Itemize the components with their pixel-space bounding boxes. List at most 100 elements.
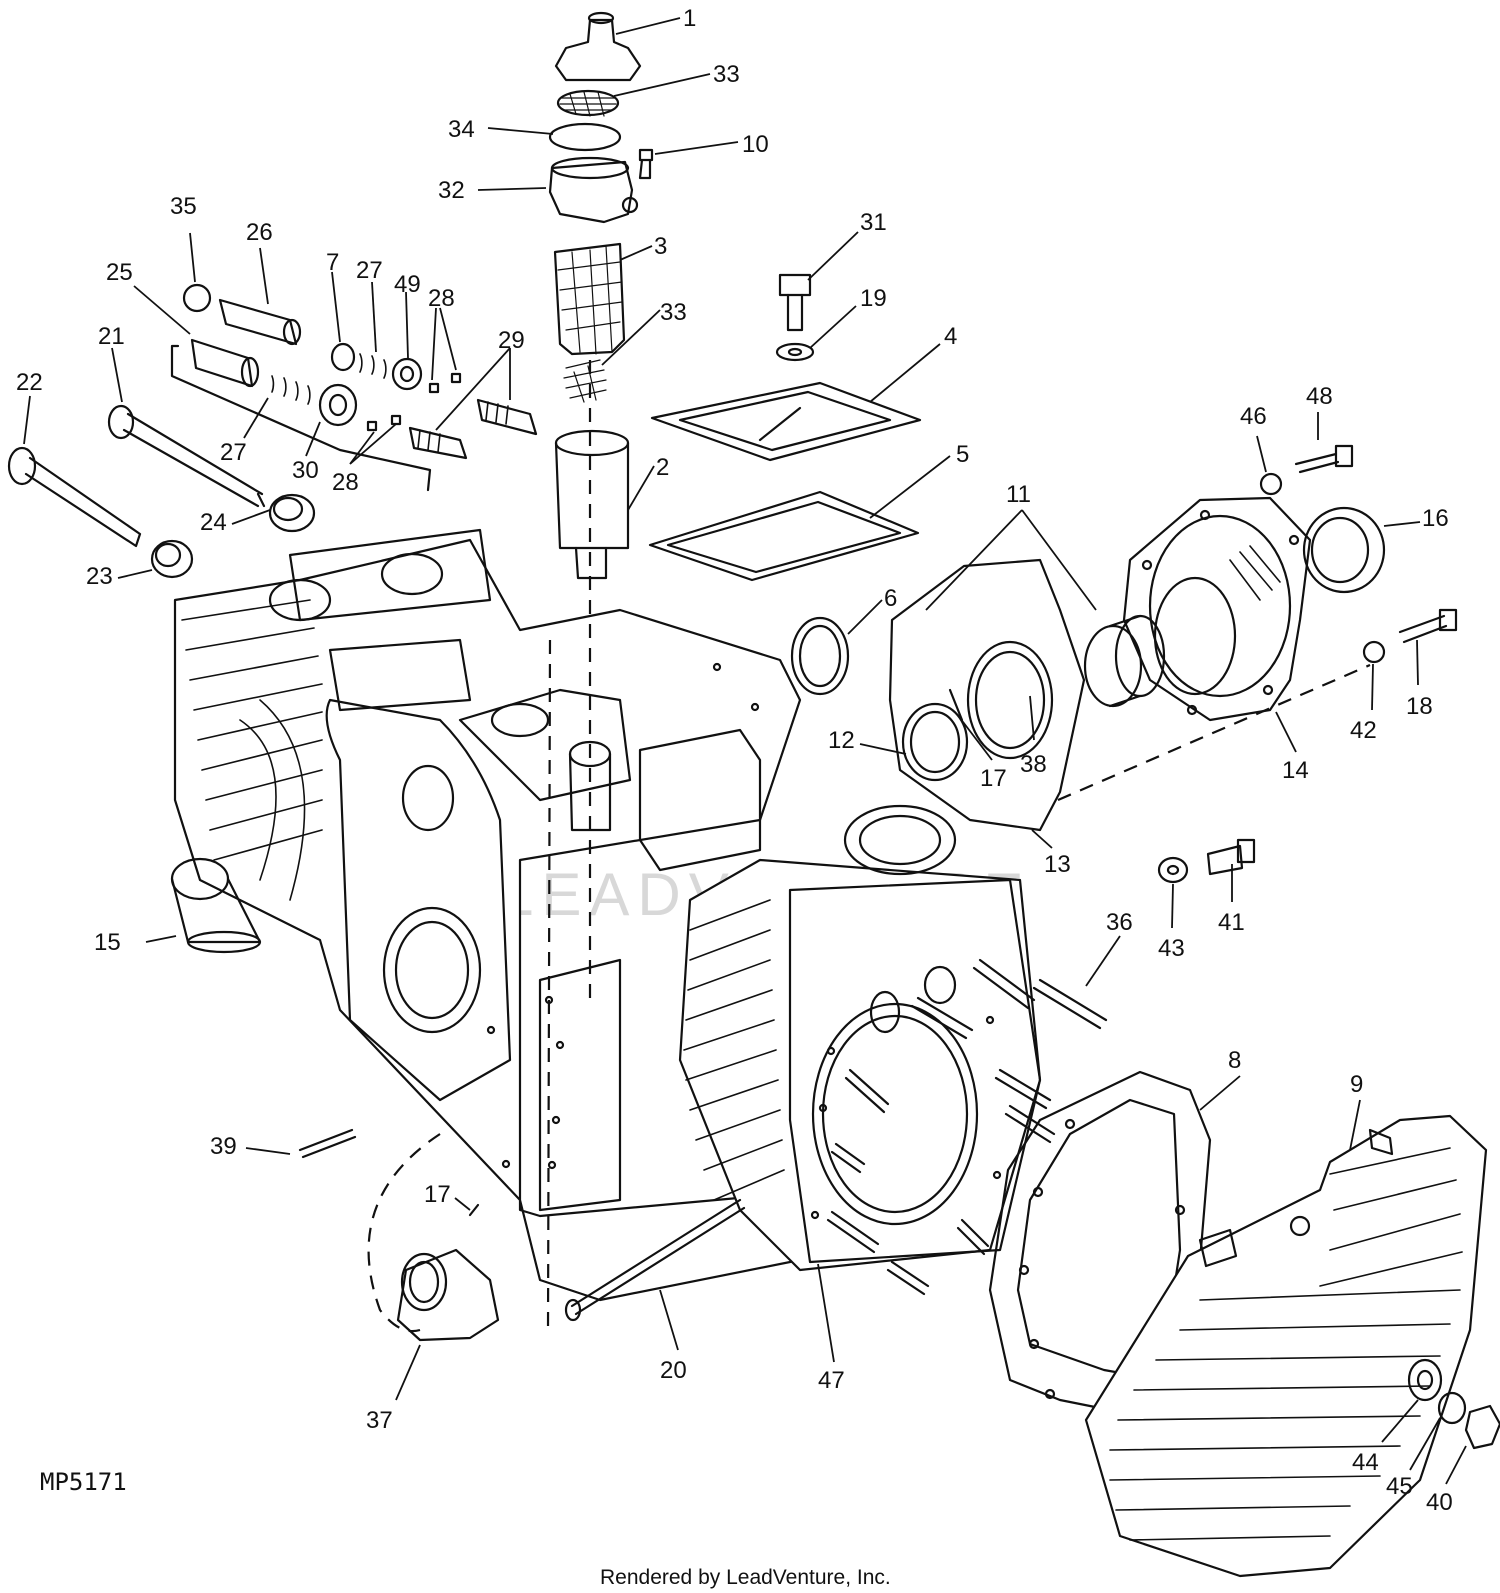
callout-26: 26 <box>246 219 273 246</box>
breather-tube <box>554 429 630 580</box>
callout-16: 16 <box>1422 505 1449 532</box>
studs <box>826 958 1108 1296</box>
callout-4: 4 <box>944 323 957 350</box>
bolt-18 <box>1398 608 1458 644</box>
cover-gasket <box>648 490 920 582</box>
callout-49: 49 <box>394 271 421 298</box>
pin-39 <box>298 1128 357 1159</box>
guide-26 <box>218 298 302 346</box>
callout-28-lower: 28 <box>332 469 359 496</box>
valve-cover <box>650 381 922 462</box>
bearing-plate <box>888 558 1086 832</box>
oil-seal-6 <box>790 616 850 696</box>
end-cover <box>1122 496 1312 722</box>
callout-5: 5 <box>956 441 969 468</box>
callout-31: 31 <box>860 209 887 236</box>
callout-32: 32 <box>438 177 465 204</box>
callout-34: 34 <box>448 116 475 143</box>
valve-spring-27b <box>359 353 387 379</box>
seat-insert-23 <box>150 539 194 579</box>
tube-20 <box>564 1198 746 1322</box>
sleeve-15 <box>170 857 262 954</box>
washer-46 <box>1259 472 1283 496</box>
callout-9: 9 <box>1350 1071 1363 1098</box>
callout-40: 40 <box>1426 1489 1453 1516</box>
callout-8: 8 <box>1228 1047 1241 1074</box>
callout-2: 2 <box>656 454 669 481</box>
callout-28-upper: 28 <box>428 285 455 312</box>
nut-42 <box>1362 640 1386 664</box>
bolt-48 <box>1294 444 1354 474</box>
callout-47: 47 <box>818 1367 845 1394</box>
callout-27-lower: 27 <box>220 439 247 466</box>
callout-3: 3 <box>654 233 667 260</box>
callout-13: 13 <box>1044 851 1071 878</box>
screen-top <box>556 89 620 117</box>
callout-1: 1 <box>683 5 696 32</box>
screen-lower <box>563 359 607 403</box>
keepers-28-upper <box>428 372 462 394</box>
callout-36: 36 <box>1106 909 1133 936</box>
leader-lines <box>23 17 1467 1485</box>
seal-35 <box>182 283 212 313</box>
snap-ring <box>548 122 622 152</box>
assembly-lines <box>367 360 1371 1333</box>
breather-cap <box>554 11 642 82</box>
callout-38: 38 <box>1020 751 1047 778</box>
cylinder-barrel <box>678 804 1042 1272</box>
figure-code: MP5171 <box>40 1468 127 1496</box>
callout-39: 39 <box>210 1133 237 1160</box>
callout-37: 37 <box>366 1407 393 1434</box>
pin-17-lower <box>468 1203 480 1217</box>
callout-46: 46 <box>1240 403 1267 430</box>
bushing-11 <box>1083 614 1166 708</box>
breather-housing <box>548 156 639 224</box>
callout-24: 24 <box>200 509 227 536</box>
callout-18: 18 <box>1406 693 1433 720</box>
callout-11: 11 <box>1006 481 1031 508</box>
bracket-outline <box>170 344 432 492</box>
callout-27-upper: 27 <box>356 257 383 284</box>
tappet-29b <box>476 398 538 436</box>
washers-44-45-nut-40 <box>1407 1358 1500 1450</box>
callout-6: 6 <box>884 585 897 612</box>
breather-filter-element <box>553 242 626 356</box>
washer-19 <box>775 342 815 362</box>
callout-35: 35 <box>170 193 197 220</box>
seal-16 <box>1302 506 1386 594</box>
callout-42: 42 <box>1350 717 1377 744</box>
callout-10: 10 <box>742 131 769 158</box>
callout-23: 23 <box>86 563 113 590</box>
callout-48: 48 <box>1306 383 1333 410</box>
valve-spring-27a <box>271 375 311 405</box>
crankcase <box>173 528 822 1302</box>
seat-insert-24 <box>268 493 316 533</box>
callout-17-lower: 17 <box>424 1181 451 1208</box>
washer-43 <box>1157 856 1189 884</box>
guide-25 <box>190 338 260 388</box>
callout-17-upper: 17 <box>980 765 1007 792</box>
tappet-29a <box>408 426 468 460</box>
callout-43: 43 <box>1158 935 1185 962</box>
callout-14: 14 <box>1282 757 1309 784</box>
callout-33-upper: 33 <box>713 61 740 88</box>
callout-33-lower: 33 <box>660 299 687 326</box>
callout-30: 30 <box>292 457 319 484</box>
cover-bolt <box>778 273 812 332</box>
callout-21: 21 <box>98 323 125 350</box>
callout-15: 15 <box>94 929 121 956</box>
rotator-49 <box>391 357 423 391</box>
callout-7: 7 <box>326 249 339 276</box>
callouts: 1 33 34 10 32 3 33 2 31 19 4 5 35 26 25 … <box>16 5 1453 1516</box>
callout-29: 29 <box>498 327 525 354</box>
callout-25: 25 <box>106 259 133 286</box>
callout-12: 12 <box>828 727 855 754</box>
exhaust-valve <box>7 446 142 548</box>
callout-44: 44 <box>1352 1449 1379 1476</box>
sleeve-37 <box>396 1248 500 1342</box>
head-gasket <box>988 1070 1212 1432</box>
retainer-7 <box>330 342 356 372</box>
callout-19: 19 <box>860 285 887 312</box>
bolt-41 <box>1206 838 1256 876</box>
